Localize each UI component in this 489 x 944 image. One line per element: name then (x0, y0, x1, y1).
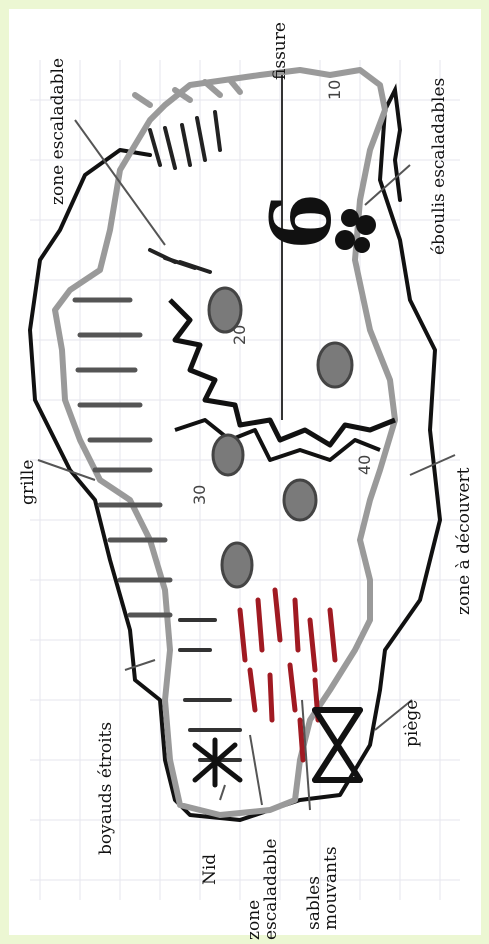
quicksand-strokes (240, 590, 335, 760)
egg-mark: 20 (230, 325, 249, 345)
label-nid: Nid (202, 854, 219, 885)
egg (213, 435, 243, 475)
label-piege: piège (404, 700, 421, 747)
label-eboulis: éboulis escaladables (431, 78, 448, 255)
egg (284, 480, 316, 520)
label-grille: grille (20, 460, 37, 505)
trap-x (315, 710, 360, 780)
label-boyauds: boyauds étroits (98, 722, 115, 855)
label-zone-a-decouvert: zone à découvert (456, 468, 473, 615)
label-fissure: fissure (272, 22, 289, 80)
climbable-zone-bottom-hatch (180, 620, 240, 760)
egg (222, 543, 252, 587)
label-sables-line2: mouvants (323, 846, 340, 930)
egg-mark: 10 (325, 80, 344, 100)
label-sables-mouvants: sables mouvants (306, 846, 340, 930)
nest (195, 740, 240, 785)
egg (318, 343, 352, 387)
egg-mark: 30 (190, 485, 209, 505)
egg-mark: 40 (355, 455, 374, 475)
label-zone-escaladable-bottom-line2: escaladable (263, 839, 280, 940)
label-zone-escaladable-top: zone escaladable (50, 58, 67, 205)
label-zone-escaladable-bottom: zone escaladable (246, 839, 280, 940)
